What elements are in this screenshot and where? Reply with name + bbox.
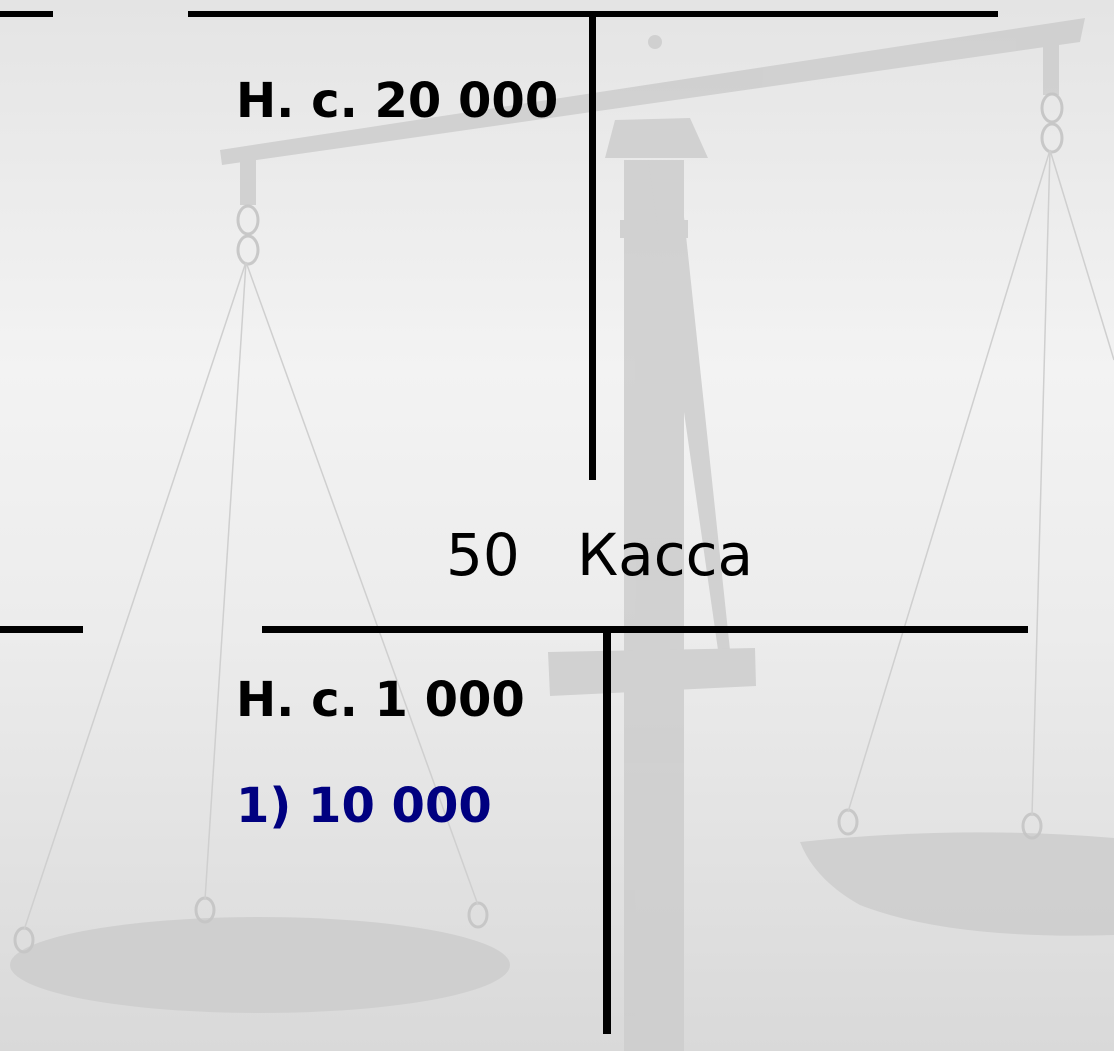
top-left-rule [0, 11, 53, 17]
cash-account-vertical-rule [603, 629, 611, 1034]
cash-account-name: Касса [577, 521, 754, 589]
cash-account-horizontal-rule [262, 626, 1028, 633]
cash-left-rule [0, 626, 83, 633]
cash-account-entry-1: 1) 10 000 [236, 778, 492, 834]
cash-account-number: 50 [446, 521, 520, 589]
cash-account-opening-balance: Н. с. 1 000 [236, 672, 525, 728]
top-account-opening-balance: Н. с. 20 000 [236, 73, 559, 129]
top-account-vertical-rule [589, 14, 596, 480]
